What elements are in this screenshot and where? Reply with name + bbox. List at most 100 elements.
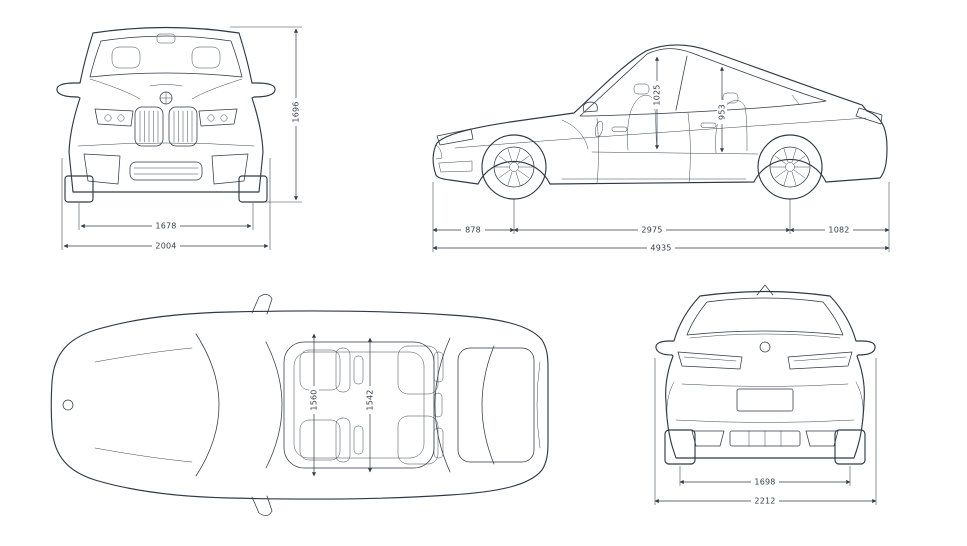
front-headrest-left [111, 46, 141, 69]
character-line [454, 117, 867, 149]
floor-line [591, 151, 759, 155]
dim-front-height: 1696 [230, 26, 302, 203]
hood-creases [89, 78, 243, 100]
front-windshield [89, 35, 243, 78]
window-base-line [689, 333, 841, 339]
steering-wheel [594, 120, 604, 138]
rear-body-outline [655, 290, 876, 459]
rear-track-label: 1698 [754, 478, 775, 487]
side-headlight [436, 128, 474, 146]
antenna-fin-icon [756, 284, 774, 296]
headlight-right-lens [207, 114, 215, 122]
diffuser-fins [748, 430, 782, 447]
air-intake-right [211, 153, 249, 185]
front-tire-left [64, 175, 94, 203]
brand-roundel-icon [62, 399, 74, 411]
rear-window-arcs [434, 337, 495, 473]
front-wheel [481, 134, 547, 200]
hood-crease-lines [94, 347, 193, 463]
front-seat-right-top [299, 417, 364, 463]
rear-view: 1698 2212 [654, 284, 877, 506]
front-seat-left-top [299, 347, 364, 393]
sunroof-glass [293, 351, 425, 459]
grille-slats [139, 110, 193, 143]
mirror-left-top [251, 294, 273, 315]
taillight-right-inner [793, 356, 847, 362]
front-height-label: 1696 [292, 101, 301, 122]
front-track-label: 1678 [155, 222, 176, 231]
b-pillar [675, 55, 688, 111]
center-intake-slats [133, 167, 199, 175]
side-glasshouse [579, 48, 827, 117]
interior-width-front-label: 1560 [310, 389, 319, 410]
rear-overhang-label: 1082 [828, 226, 849, 235]
front-headrest-right [191, 46, 221, 69]
windshield-arcs [195, 333, 283, 477]
brand-roundel-icon [759, 341, 771, 353]
front-width-label: 2004 [155, 242, 176, 251]
side-taillight [855, 107, 883, 125]
quarter-window-line [791, 94, 800, 105]
headlight-left-lens2 [117, 114, 125, 122]
exhaust-left [691, 430, 725, 447]
overall-length-label: 4935 [650, 244, 671, 253]
rear-tire-right [834, 429, 866, 465]
side-view: 1025 953 878 2975 [432, 44, 890, 253]
dim-side-lengths: 878 2975 1082 4935 [432, 182, 890, 253]
tailgate-line [681, 383, 849, 387]
rear-wheel [757, 134, 823, 200]
air-intake-left [83, 153, 121, 185]
exhaust-right [805, 430, 839, 447]
front-intake-side [438, 160, 473, 173]
side-mirror [582, 101, 598, 113]
rear-bench-top [397, 345, 444, 465]
kidney-grille-left [134, 106, 164, 147]
rear-width-label: 2212 [754, 497, 775, 506]
headlight-left-lens [104, 114, 112, 122]
interior-dashboard [561, 119, 589, 150]
rear-window [686, 297, 844, 336]
dim-headroom-rear: 953 [717, 66, 727, 153]
dim-interior-width-rear: 1542 [365, 337, 375, 473]
door-cutlines [596, 112, 691, 184]
rearview-mirror [156, 33, 176, 44]
dim-interior-width-front: 1560 [309, 333, 319, 477]
front-body-outline [56, 26, 276, 193]
cargo-area [457, 347, 535, 463]
roundel-cross [159, 91, 173, 105]
mirror-right-top [251, 495, 273, 516]
dim-headroom-front: 1025 [652, 56, 662, 150]
headlight-right [198, 108, 238, 127]
top-body-outline [50, 310, 549, 500]
center-intake [129, 161, 203, 181]
bumper-crease [675, 419, 855, 423]
panoramic-roof [283, 341, 435, 469]
taillight-right [787, 351, 853, 370]
dim-front-track: 1678 [78, 203, 254, 231]
front-kidney-edge [434, 144, 443, 160]
headlight-left [94, 108, 134, 127]
front-tire-right [238, 175, 268, 203]
kidney-grille-right [168, 106, 198, 147]
side-body-outline [432, 44, 888, 185]
license-plate-area [736, 388, 794, 412]
taillight-left [677, 351, 743, 370]
door-handle-front [611, 126, 628, 132]
top-view: 1560 1542 [50, 294, 549, 516]
wheelbase-label: 2975 [641, 226, 662, 235]
front-overhang-label: 878 [465, 226, 481, 235]
interior-width-rear-label: 1542 [366, 389, 375, 410]
headlight-right-lens2 [220, 114, 228, 122]
door-handle-rear [700, 122, 717, 128]
headroom-rear-label: 953 [718, 104, 727, 120]
front-seat-headrest [633, 83, 650, 95]
rear-tire-left [664, 429, 696, 465]
dim-front-width: 2004 [61, 158, 271, 251]
front-view: 1696 1678 2004 [56, 26, 302, 251]
wheel-arch-hints [666, 381, 864, 425]
bumper-line [77, 142, 255, 147]
taillight-left-inner [683, 356, 737, 362]
dim-rear-width: 2212 [654, 358, 877, 506]
